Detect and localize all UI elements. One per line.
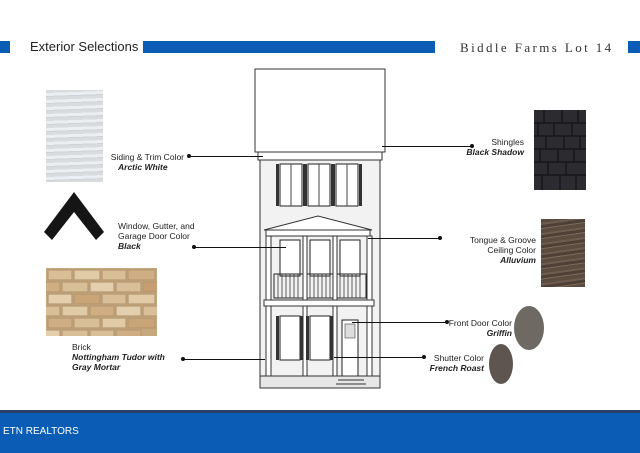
- header-bar-right: [628, 41, 640, 53]
- brick-category: Brick: [72, 342, 91, 352]
- siding-value: Arctic White: [118, 162, 168, 172]
- front-door-pointer-line: [352, 322, 446, 323]
- project-title: Biddle Farms Lot 14: [460, 40, 614, 55]
- tongue-groove-swatch: [541, 219, 585, 287]
- siding-category: Siding & Trim Color: [110, 152, 184, 162]
- shingles-pointer-line: [382, 146, 472, 147]
- french-roast-swatch: [489, 344, 513, 384]
- siding-label: Siding & Trim Color Arctic White: [92, 152, 184, 172]
- header-bar-left: [0, 41, 10, 53]
- window-gutter-category: Window, Gutter, and Garage Door Color: [118, 221, 195, 241]
- shutter-label: Shutter Color French Roast: [416, 353, 484, 373]
- brick-value: Nottingham Tudor with Gray Mortar: [72, 352, 165, 372]
- shingles-swatch: [534, 110, 586, 190]
- footer-bar: ETN REALTORS: [0, 410, 640, 453]
- tongue-groove-pointer-dot: [438, 236, 442, 240]
- shingles-label: Shingles Black Shadow: [440, 137, 524, 157]
- window-pointer-line: [194, 247, 286, 248]
- siding-swatch: [46, 90, 103, 182]
- siding-pointer-line: [189, 156, 263, 157]
- front-door-value: Griffin: [486, 328, 512, 338]
- house-elevation-drawing: [254, 68, 386, 389]
- front-door-label: Front Door Color Griffin: [440, 318, 512, 338]
- brick-label: Brick Nottingham Tudor with Gray Mortar: [72, 342, 180, 372]
- shutter-pointer-line: [334, 357, 424, 358]
- brick-pointer-line: [183, 359, 265, 360]
- brick-swatch: [46, 268, 157, 336]
- tongue-groove-pointer-line: [368, 238, 440, 239]
- tongue-groove-value: Alluvium: [500, 255, 536, 265]
- gutter-swatch: [44, 192, 104, 240]
- front-door-pointer-dot: [445, 320, 449, 324]
- shingles-pointer-dot: [470, 144, 474, 148]
- footer-brand: ETN REALTORS: [3, 426, 79, 437]
- page-title: Exterior Selections: [30, 39, 139, 54]
- griffin-swatch: [514, 306, 544, 350]
- window-gutter-label: Window, Gutter, and Garage Door Color Bl…: [118, 221, 196, 251]
- shutter-category: Shutter Color: [433, 353, 484, 363]
- shingles-category: Shingles: [491, 137, 524, 147]
- window-gutter-value: Black: [118, 241, 141, 251]
- tongue-groove-label: Tongue & Groove Ceiling Color Alluvium: [446, 235, 536, 265]
- front-door-category: Front Door Color: [448, 318, 512, 328]
- shutter-pointer-dot: [422, 355, 426, 359]
- shutter-value: French Roast: [429, 363, 484, 373]
- header-bar-middle: [143, 41, 435, 53]
- shingles-value: Black Shadow: [466, 147, 524, 157]
- tongue-groove-category: Tongue & Groove Ceiling Color: [469, 235, 536, 255]
